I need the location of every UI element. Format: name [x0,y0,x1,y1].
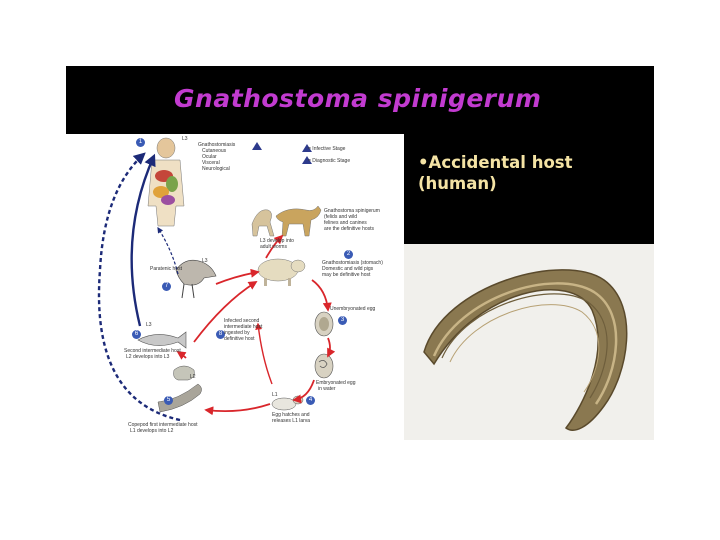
step-badge: 3 [338,316,347,325]
fish-host-icon [138,332,186,348]
human-figure-icon [148,138,184,226]
paratenic-host-label: Paratenic host [150,266,182,272]
step-badge: 7 [162,282,171,291]
frog-host-icon [158,366,202,412]
slide: Gnathostoma spinigerum [66,66,654,440]
step-badge: 2 [344,250,353,259]
second-host-label: L2 develops into L3 [126,354,169,360]
paratenic-bird-icon [176,260,216,298]
accidental-host-text: •Accidental host (human) [418,152,648,194]
human-form-label: Neurological [202,166,230,172]
unembryonated-egg-label: Unembryonated egg [330,306,375,312]
worm-photo-drawing [404,244,654,440]
egg-hatches-label: releases L1 larva [272,418,310,424]
pig-host-label: may be definitive host [322,272,370,278]
larval-label: L3 [202,258,208,264]
definitive-host-label: are the definitive hosts [324,226,374,232]
bullet-continuation: (human) [418,173,648,194]
step-1-label: L3 [182,136,188,142]
egg-stages-icon [272,312,333,410]
copepod-label: L1 develops into L2 [130,428,173,434]
lifecycle-diagram: 1 2 3 4 5 6 7 8 = Infective Stage = Diag… [66,134,404,440]
ingested-label: definitive host [224,336,255,342]
definitive-host-animals-icon [252,206,321,236]
embryonated-egg-label: in water [318,386,336,392]
step-badge: 6 [132,330,141,339]
step-badge: 5 [164,396,173,405]
legend-diagnostic: = Diagnostic Stage [308,158,350,164]
adult-note-label: adult worms [260,244,287,250]
step-badge: 4 [306,396,315,405]
legend-infective: = Infective Stage [308,146,345,152]
lifecycle-drawing [66,134,404,440]
step-badge: 1 [136,138,145,147]
slide-title: Gnathostoma spinigerum [174,84,574,113]
stage-legend-icons [252,142,312,164]
pig-host-icon [258,259,305,286]
worm-photo [404,244,654,440]
bullet-line: •Accidental host [418,152,648,173]
larval-label: L3 [146,322,152,328]
larval-label: L1 [272,392,278,398]
larval-label: L2 [190,374,196,380]
